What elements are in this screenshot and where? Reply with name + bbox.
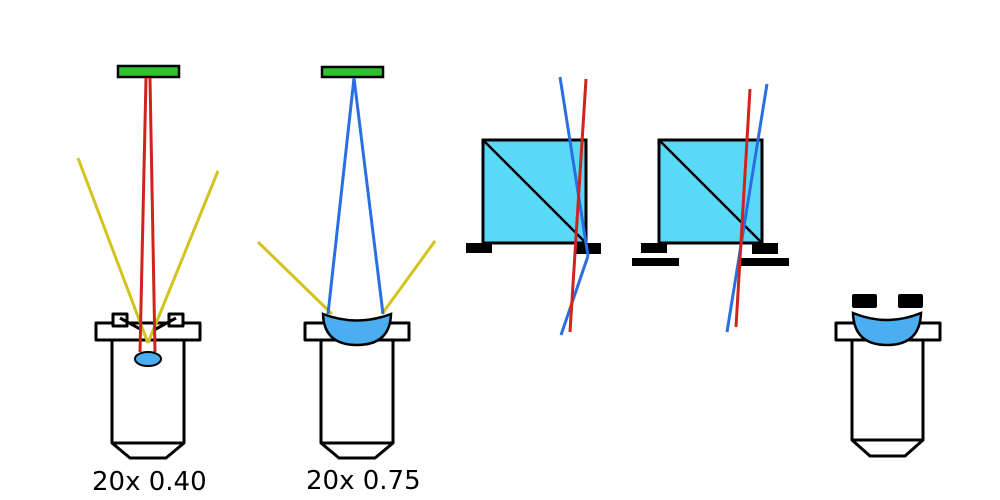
objective-panel-1: 20x 0.40 xyxy=(76,64,220,497)
beam-splitter-panel-2 xyxy=(632,83,789,333)
beam-splitter-diagonal-1 xyxy=(482,139,587,244)
green-plate-2 xyxy=(320,65,385,79)
yellow-beam-right-2 xyxy=(380,240,437,315)
objective-label-1: 20x 0.40 xyxy=(92,467,207,497)
large-lens-2 xyxy=(321,312,393,347)
yellow-beam-left-1 xyxy=(76,157,150,344)
cube-foot-right-2a xyxy=(752,243,778,254)
cube-foot-left-2b xyxy=(632,258,679,266)
objective-label-2: 20x 0.75 xyxy=(306,466,421,496)
blue-beam-left-2 xyxy=(326,77,356,315)
objective-body-1 xyxy=(94,312,202,460)
red-beam-a-1 xyxy=(138,77,148,353)
yellow-beam-right-1 xyxy=(146,170,220,344)
red-ray-3 xyxy=(568,78,588,333)
objective-panel-2: 20x 0.75 xyxy=(256,65,437,496)
beam-splitter-panel-1 xyxy=(466,76,601,336)
yellow-beam-left-2 xyxy=(256,240,334,316)
blue-beam-right-2 xyxy=(352,77,385,315)
cube-foot-right-2b xyxy=(741,258,789,266)
cube-foot-left-1 xyxy=(466,243,492,253)
holder-block-left xyxy=(852,294,877,308)
objective-panel-3 xyxy=(834,294,942,458)
small-lens-1 xyxy=(134,351,162,367)
blue-ray-4 xyxy=(725,83,769,333)
holder-block-right xyxy=(898,294,923,308)
blue-ray-3 xyxy=(558,76,590,257)
red-beam-b-1 xyxy=(148,77,157,353)
cube-foot-left-2a xyxy=(641,243,667,253)
blue-ray-3b xyxy=(559,255,590,336)
large-lens-3 xyxy=(851,311,923,347)
objective-aperture-1 xyxy=(119,316,177,332)
green-plate-1 xyxy=(116,64,181,79)
red-ray-4 xyxy=(734,88,752,328)
